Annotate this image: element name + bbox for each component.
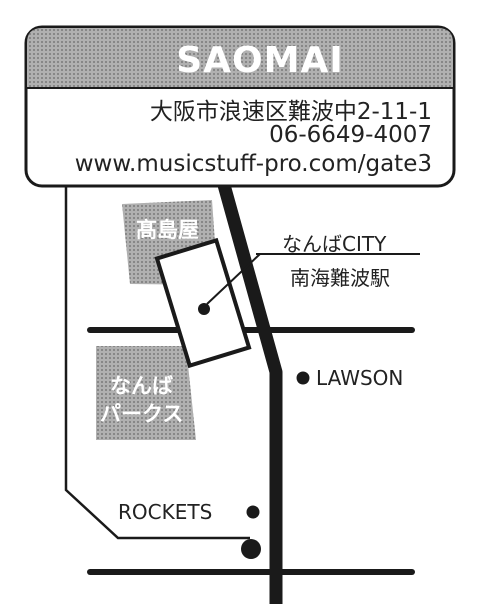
takashimaya-label: 髙島屋 bbox=[136, 218, 199, 242]
station-building bbox=[154, 237, 252, 369]
rockets-label: ROCKETS bbox=[118, 500, 213, 524]
venue-name: SAOMAI bbox=[176, 40, 344, 81]
station-dot bbox=[198, 303, 210, 315]
route-end-dot bbox=[241, 539, 261, 559]
namba-parks-area bbox=[96, 346, 196, 440]
station-label-2: 南海難波駅 bbox=[290, 266, 390, 290]
rockets-dot bbox=[246, 505, 260, 519]
route-line bbox=[64, 185, 250, 540]
address-text: 大阪市浪速区難波中2-11-1 bbox=[149, 99, 432, 125]
main-street bbox=[217, 183, 283, 604]
station-leader bbox=[206, 253, 261, 305]
phone-text: 06-6649-4007 bbox=[269, 122, 432, 148]
lawson-label: LAWSON bbox=[316, 366, 404, 390]
namba-parks-label-1: なんば bbox=[110, 374, 173, 398]
url-link[interactable]: www.musicstuff-pro.com/gate3 bbox=[74, 151, 432, 177]
venue-banner bbox=[27, 28, 453, 88]
lawson-dot bbox=[296, 371, 310, 385]
station-label-1: なんばCITY bbox=[282, 232, 387, 256]
namba-parks-label-2: パークス bbox=[100, 402, 184, 426]
